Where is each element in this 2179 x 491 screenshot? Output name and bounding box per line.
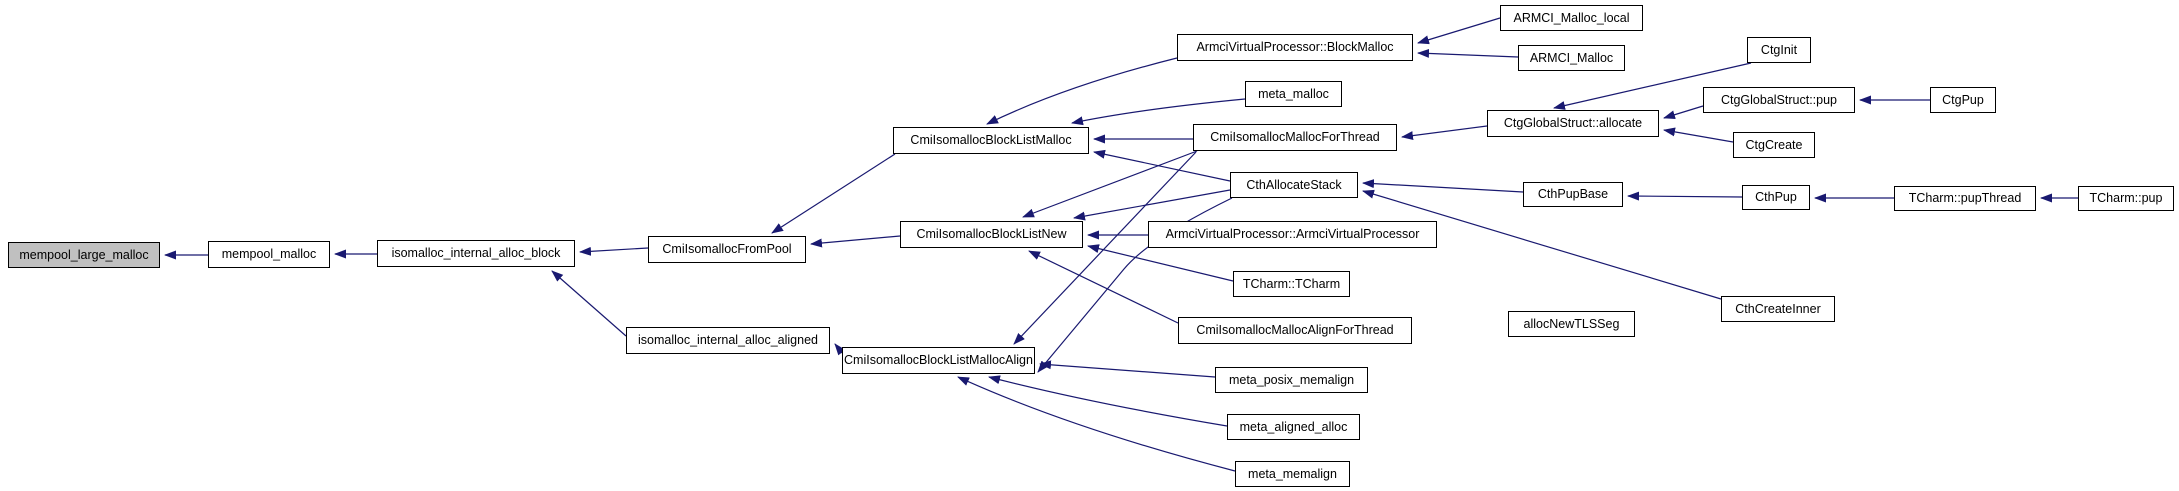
graph-node-label: meta_memalign: [1248, 466, 1337, 481]
edge-cmi-isomalloc-malloc-align-for-thread-to-cmi-isomalloc-block-list-new: [1028, 250, 1179, 324]
graph-node-label: CtgCreate: [1745, 137, 1803, 152]
graph-node-meta-malloc[interactable]: meta_malloc: [1245, 81, 1342, 107]
graph-node-label: allocNewTLSSeg: [1523, 316, 1620, 331]
graph-node-alloc-new-tls-seg[interactable]: allocNewTLSSeg: [1508, 311, 1635, 337]
graph-node-label: ARMCI_Malloc: [1529, 50, 1614, 65]
graph-node-label: CmiIsomallocBlockListNew: [916, 227, 1067, 242]
edge-cth-allocate-stack-to-cmi-isomalloc-block-list-new: [1073, 189, 1231, 221]
edge-meta-memalign-to-cmi-isomalloc-block-list-malloc-align: [957, 376, 1236, 472]
graph-node-cmi-isomalloc-malloc-align-for-thread[interactable]: CmiIsomallocMallocAlignForThread: [1178, 317, 1412, 344]
graph-node-label: CmiIsomallocBlockListMallocAlign: [844, 353, 1033, 368]
edge-armci-block-malloc-to-cmi-isomalloc-block-list-malloc: [986, 57, 1178, 125]
edge-cth-create-inner-to-cth-allocate-stack: [1362, 189, 1722, 300]
graph-node-label: CmiIsomallocMallocForThread: [1210, 130, 1380, 145]
graph-node-meta-posix-memalign[interactable]: meta_posix_memalign: [1215, 367, 1368, 393]
edge-cth-allocate-stack-to-cmi-isomalloc-block-list-malloc: [1093, 149, 1231, 182]
edge-ctg-global-struct-pup-to-ctg-global-struct-allocate: [1663, 105, 1704, 120]
edge-ctg-create-to-ctg-global-struct-allocate: [1663, 127, 1734, 143]
graph-node-mempool-large-malloc: mempool_large_malloc: [8, 242, 160, 268]
graph-node-label: meta_malloc: [1258, 86, 1329, 101]
graph-node-ctg-global-struct-pup[interactable]: CtgGlobalStruct::pup: [1703, 87, 1855, 113]
graph-node-label: CthCreateInner: [1735, 301, 1821, 316]
graph-node-tcharm-pup[interactable]: TCharm::pup: [2078, 186, 2174, 211]
graph-node-cth-create-inner[interactable]: CthCreateInner: [1721, 296, 1835, 322]
graph-node-label: mempool_large_malloc: [19, 247, 149, 262]
graph-node-cmi-isomalloc-block-list-malloc-align[interactable]: CmiIsomallocBlockListMallocAlign: [842, 347, 1035, 374]
graph-node-label: CtgInit: [1760, 42, 1798, 57]
edge-ctg-init-to-ctg-global-struct-allocate: [1553, 62, 1752, 110]
graph-node-cmi-isomalloc-from-pool[interactable]: CmiIsomallocFromPool: [648, 236, 806, 263]
edge-cmi-isomalloc-malloc-for-thread-to-cmi-isomalloc-block-list-malloc-align: [1013, 151, 1197, 345]
graph-node-isomalloc-internal-alloc-block[interactable]: isomalloc_internal_alloc_block: [377, 240, 575, 267]
edge-cmi-isomalloc-block-list-new-to-cmi-isomalloc-from-pool: [810, 235, 901, 248]
graph-node-ctg-create[interactable]: CtgCreate: [1733, 132, 1815, 158]
graph-node-label: CmiIsomallocMallocAlignForThread: [1196, 323, 1394, 338]
graph-node-ctg-init[interactable]: CtgInit: [1747, 37, 1811, 63]
graph-node-label: CthPup: [1755, 190, 1797, 205]
graph-node-label: CtgGlobalStruct::pup: [1720, 92, 1838, 107]
edge-meta-aligned-alloc-to-cmi-isomalloc-block-list-malloc-align: [988, 375, 1228, 427]
graph-node-label: isomalloc_internal_alloc_aligned: [638, 333, 818, 348]
graph-node-label: ArmciVirtualProcessor::BlockMalloc: [1196, 40, 1394, 55]
graph-node-isomalloc-internal-alloc-aligned[interactable]: isomalloc_internal_alloc_aligned: [626, 327, 830, 354]
graph-node-label: TCharm::pupThread: [1908, 191, 2022, 206]
edge-cmi-isomalloc-malloc-for-thread-to-cmi-isomalloc-block-list-new: [1022, 150, 1198, 218]
graph-node-label: meta_aligned_alloc: [1239, 419, 1348, 434]
graph-node-cmi-isomalloc-block-list-new[interactable]: CmiIsomallocBlockListNew: [900, 221, 1083, 248]
graph-node-meta-memalign[interactable]: meta_memalign: [1235, 461, 1350, 487]
edge-cmi-isomalloc-block-list-malloc-align-to-isomalloc-internal-alloc-aligned: [834, 343, 846, 356]
edge-armci-malloc-local-to-armci-block-malloc: [1417, 17, 1501, 45]
graph-node-cth-allocate-stack[interactable]: CthAllocateStack: [1230, 172, 1358, 198]
edge-ctg-global-struct-allocate-to-cmi-isomalloc-malloc-for-thread: [1401, 125, 1488, 141]
graph-node-label: isomalloc_internal_alloc_block: [391, 246, 561, 261]
graph-node-armci-malloc-local[interactable]: ARMCI_Malloc_local: [1500, 5, 1643, 31]
graph-node-meta-aligned-alloc[interactable]: meta_aligned_alloc: [1227, 414, 1360, 440]
edge-isomalloc-internal-alloc-aligned-to-isomalloc-internal-alloc-block: [551, 270, 627, 337]
graph-node-tcharm-pup-thread[interactable]: TCharm::pupThread: [1894, 186, 2036, 211]
graph-node-armci-block-malloc[interactable]: ArmciVirtualProcessor::BlockMalloc: [1177, 34, 1413, 61]
graph-node-cmi-isomalloc-malloc-for-thread[interactable]: CmiIsomallocMallocForThread: [1193, 124, 1397, 151]
edge-cmi-isomalloc-block-list-malloc-to-cmi-isomalloc-from-pool: [771, 153, 896, 234]
graph-node-label: meta_posix_memalign: [1228, 372, 1355, 387]
graph-node-cmi-isomalloc-block-list-malloc[interactable]: CmiIsomallocBlockListMalloc: [893, 127, 1089, 154]
graph-node-label: TCharm::TCharm: [1242, 276, 1341, 291]
graph-node-label: ArmciVirtualProcessor::ArmciVirtualProce…: [1165, 227, 1420, 242]
graph-node-label: CthAllocateStack: [1246, 177, 1342, 192]
graph-node-label: CmiIsomallocBlockListMalloc: [910, 133, 1072, 148]
graph-node-mempool-malloc[interactable]: mempool_malloc: [208, 241, 330, 268]
graph-node-label: CthPupBase: [1537, 187, 1609, 202]
graph-node-label: CtgPup: [1942, 92, 1984, 107]
graph-node-armci-malloc[interactable]: ARMCI_Malloc: [1518, 45, 1625, 71]
graph-node-label: CtgGlobalStruct::allocate: [1503, 116, 1643, 131]
edge-cth-pup-to-cth-pup-base: [1627, 191, 1743, 201]
graph-node-label: CmiIsomallocFromPool: [662, 242, 792, 257]
graph-node-label: ARMCI_Malloc_local: [1513, 10, 1630, 25]
edge-meta-malloc-to-cmi-isomalloc-block-list-malloc: [1071, 98, 1246, 126]
graph-node-label: TCharm::pup: [2089, 191, 2163, 206]
edge-tcharm-tcharm-to-cmi-isomalloc-block-list-new: [1087, 244, 1234, 282]
edge-meta-posix-memalign-to-cmi-isomalloc-block-list-malloc-align: [1039, 360, 1216, 378]
graph-node-label: mempool_malloc: [221, 247, 317, 262]
graph-node-ctg-pup[interactable]: CtgPup: [1930, 87, 1996, 113]
graph-node-cth-pup-base[interactable]: CthPupBase: [1523, 182, 1623, 207]
graph-node-cth-pup[interactable]: CthPup: [1742, 185, 1810, 210]
edge-cmi-isomalloc-from-pool-to-isomalloc-internal-alloc-block: [579, 246, 649, 256]
graph-node-tcharm-tcharm[interactable]: TCharm::TCharm: [1233, 271, 1350, 297]
graph-node-armci-virtual-processor[interactable]: ArmciVirtualProcessor::ArmciVirtualProce…: [1148, 221, 1437, 248]
graph-node-ctg-global-struct-allocate[interactable]: CtgGlobalStruct::allocate: [1487, 110, 1659, 137]
edge-armci-malloc-to-armci-block-malloc: [1417, 48, 1519, 58]
edge-cth-pup-base-to-cth-allocate-stack: [1362, 179, 1524, 193]
